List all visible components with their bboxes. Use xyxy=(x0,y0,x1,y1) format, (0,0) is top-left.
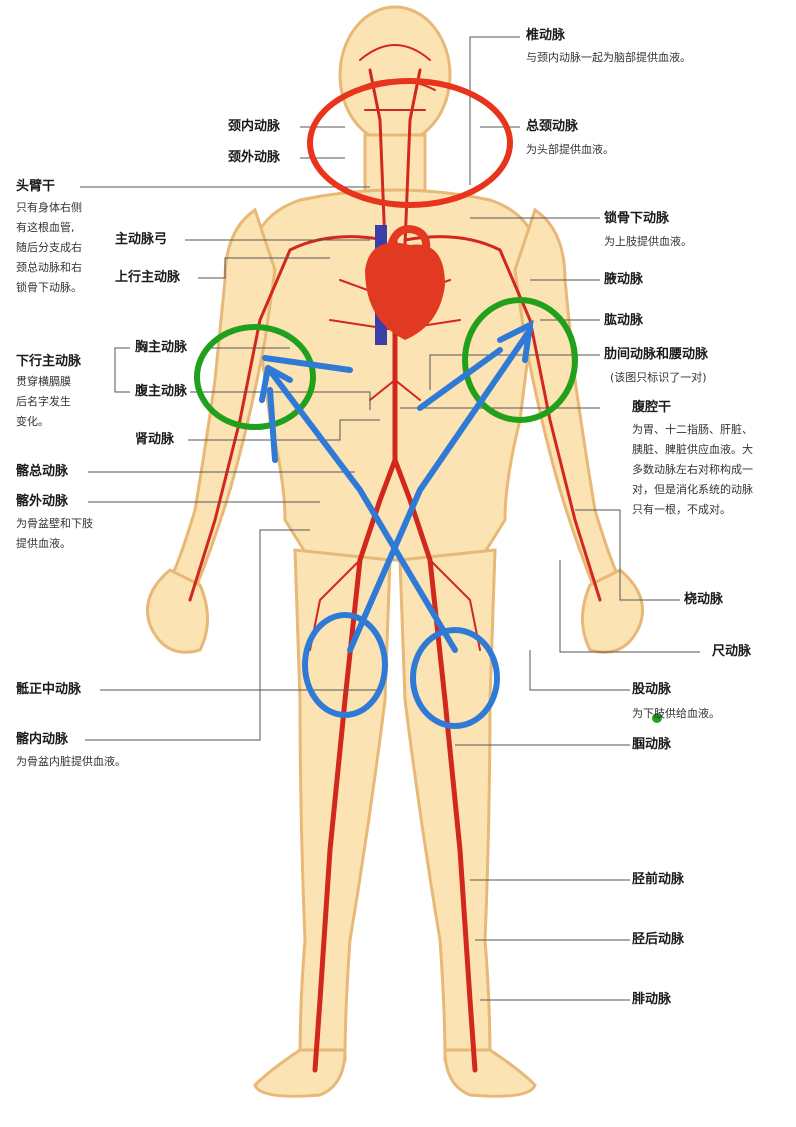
blue-arrow-right-to-left xyxy=(259,355,458,653)
label-common-carotid: 总颈动脉 xyxy=(526,119,579,134)
label-thoracic-aorta: 胸主动脉 xyxy=(135,340,188,355)
label-posterior-tibial: 胫后动脉 xyxy=(632,932,685,947)
desc-subclavian: 为上肢提供血液。 xyxy=(604,235,692,248)
heart-body xyxy=(365,242,445,340)
green-circle-right-shoulder xyxy=(462,297,578,423)
label-axillary: 腋动脉 xyxy=(604,272,644,287)
right-foot xyxy=(443,1048,537,1098)
desc-vertebral: 与颈内动脉一起为脑部提供血液。 xyxy=(526,51,691,64)
label-abdominal-aorta: 腹主动脉 xyxy=(135,384,188,399)
label-ascending-aorta: 上行主动脉 xyxy=(115,270,181,285)
label-fibular: 腓动脉 xyxy=(632,992,672,1007)
blue-circle-left-thigh xyxy=(302,612,388,718)
desc-femoral: 为下肢供给血液。 xyxy=(632,707,720,720)
label-renal: 肾动脉 xyxy=(135,432,175,447)
label-external-iliac: 髂外动脉 xyxy=(16,494,69,509)
label-common-iliac: 髂总动脉 xyxy=(16,464,69,479)
label-celiac-trunk: 腹腔干 xyxy=(632,400,672,415)
leader-lines xyxy=(80,36,700,1001)
label-internal-carotid: 颈内动脉 xyxy=(228,119,281,134)
green-circle-left-shoulder xyxy=(194,324,316,430)
label-femoral: 股动脉 xyxy=(632,682,672,697)
annotations xyxy=(194,78,662,729)
label-ulnar: 尺动脉 xyxy=(712,644,752,659)
label-aortic-arch: 主动脉弓 xyxy=(115,232,168,247)
left-foot xyxy=(253,1048,347,1098)
desc-brachiocephalic: 只有身体右侧 有这根血管, 随后分支成右 颈总动脉和右 锁骨下动脉。 xyxy=(16,201,82,294)
label-popliteal: 腘动脉 xyxy=(632,737,672,752)
desc-common-carotid: 为头部提供血液。 xyxy=(526,143,614,156)
subclavian-left xyxy=(188,235,387,602)
desc-internal-iliac: 为骨盆内脏提供血液。 xyxy=(16,755,126,768)
aorta-right-branch xyxy=(392,457,478,1073)
desc-descending-aorta: 贯穿横膈膜 后名字发生 变化。 xyxy=(16,375,71,428)
green-dot xyxy=(652,713,662,723)
blue-arrow-left-to-right xyxy=(347,319,534,653)
aortic-arch-shape xyxy=(386,225,431,256)
left-leg xyxy=(293,548,392,1062)
head xyxy=(338,5,452,145)
neck xyxy=(363,133,427,197)
right-arm xyxy=(513,207,623,592)
label-brachiocephalic: 头臂干 xyxy=(16,179,56,194)
desc-celiac-trunk: 为胃、十二指肠、肝脏、 胰脏、脾脏供应血液。大 多数动脉左右对称构成一 对，但是… xyxy=(632,423,753,516)
label-intercostal-lumbar: 肋间动脉和腰动脉 xyxy=(604,347,709,362)
label-radial: 桡动脉 xyxy=(684,592,724,607)
label-vertebral: 椎动脉 xyxy=(526,28,566,43)
desc-external-iliac: 为骨盆壁和下肢 提供血液。 xyxy=(16,517,93,550)
blue-circle-right-thigh xyxy=(410,627,500,729)
label-descending-aorta: 下行主动脉 xyxy=(16,354,82,369)
label-brachial: 肱动脉 xyxy=(604,313,644,328)
label-external-carotid: 颈外动脉 xyxy=(228,150,281,165)
note-intercostal-lumbar: (该图只标识了一对) xyxy=(610,371,707,384)
red-circle-neck xyxy=(307,78,513,208)
label-subclavian: 锁骨下动脉 xyxy=(604,211,670,226)
label-internal-iliac: 髂内动脉 xyxy=(16,732,69,747)
label-anterior-tibial: 胫前动脉 xyxy=(632,872,685,887)
right-leg xyxy=(398,548,497,1062)
aorta xyxy=(312,237,398,1073)
label-median-sacral: 骶正中动脉 xyxy=(16,682,82,697)
heart xyxy=(365,225,445,345)
